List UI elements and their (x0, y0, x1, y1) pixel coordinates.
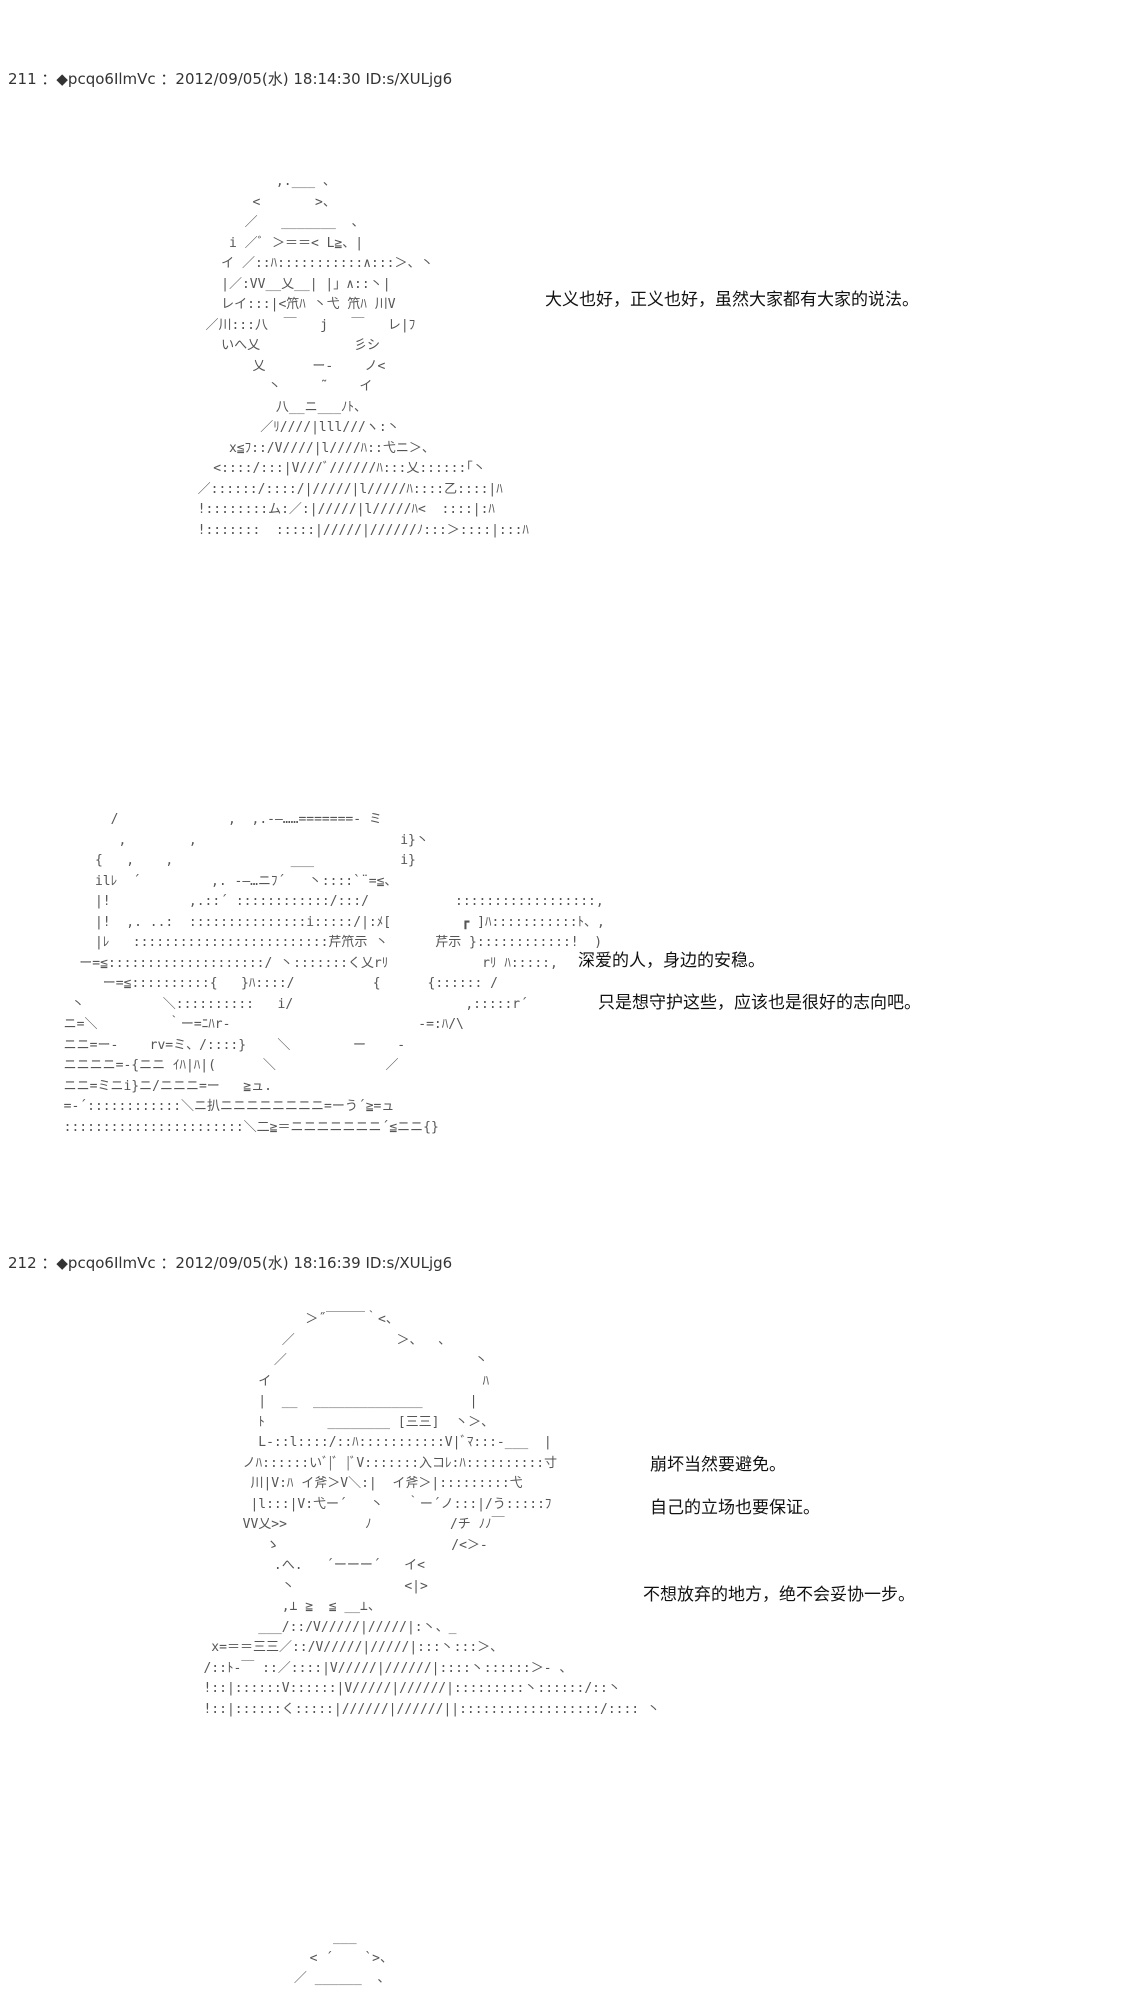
ascii-art-character: ,.___ 、 < >、 ／ _______ 、 i ／ﾞ ＞＝＝< L≧、| … (197, 174, 529, 538)
dialogue-line: 崩坏当然要避免。 (650, 1455, 786, 1475)
post-header: 211 ：◆pcqo6IlmVc ：2012/09/05(水) 18:14:30… (8, 70, 453, 88)
post-header: 212 ：◆pcqo6IlmVc ：2012/09/05(水) 18:16:39… (8, 1254, 453, 1272)
ascii-art-character: ＞˝￣￣￣｀<、 ／ ＞、 、 ／ 丶 イ ﾊ | __ ___________… (203, 1312, 660, 1717)
dialogue-line: 只是想守护这些，应该也是很好的志向吧。 (598, 993, 921, 1013)
dialogue-line: 自己的立场也要保证。 (650, 1498, 820, 1518)
ascii-art-scene: / , ,.-―……=======- ミ , , i}丶 { , , ___ i… (63, 812, 605, 1135)
ascii-art-character-partial: ___ < ´ `>、 ／ ______ 、 (293, 1930, 394, 1986)
dialogue-line: 不想放弃的地方，绝不会妥协一步。 (643, 1585, 915, 1605)
dialogue-line: 大义也好，正义也好，虽然大家都有大家的说法。 (545, 290, 919, 310)
dialogue-line: 深爱的人，身边的安稳。 (578, 951, 765, 971)
